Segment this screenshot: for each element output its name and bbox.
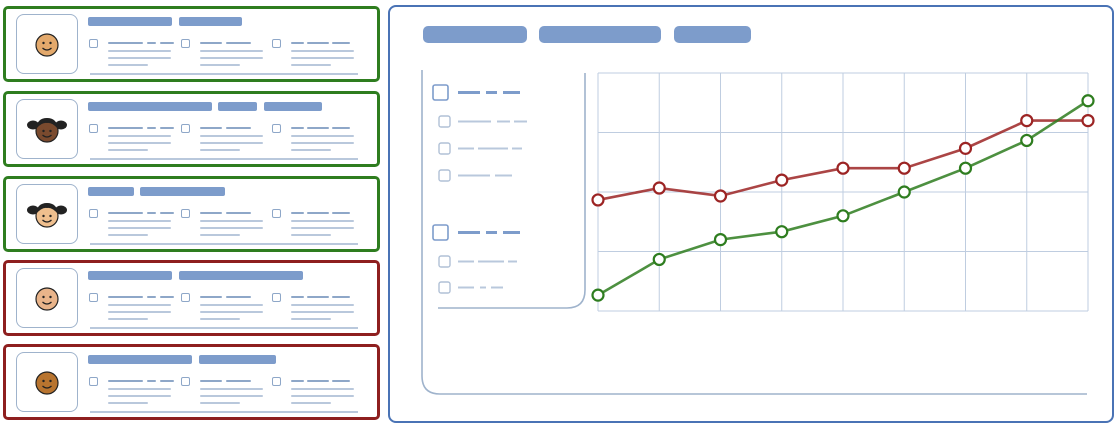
name-placeholder bbox=[140, 187, 225, 196]
divider bbox=[90, 73, 358, 75]
data-point bbox=[1081, 113, 1095, 128]
data-point bbox=[713, 189, 728, 203]
user-card[interactable] bbox=[3, 176, 380, 252]
checkbox[interactable] bbox=[272, 377, 281, 386]
option-group[interactable] bbox=[272, 207, 362, 237]
data-point bbox=[958, 161, 973, 175]
checkbox[interactable] bbox=[272, 39, 281, 48]
checkbox[interactable] bbox=[181, 377, 190, 386]
user-card[interactable] bbox=[3, 260, 380, 336]
data-point bbox=[591, 193, 605, 207]
face-with-pigtails-icon bbox=[27, 118, 67, 143]
data-point bbox=[1020, 133, 1034, 148]
name-placeholder bbox=[179, 271, 303, 280]
checkbox[interactable] bbox=[89, 124, 98, 133]
option-group[interactable] bbox=[89, 291, 179, 321]
option-group[interactable] bbox=[272, 375, 362, 405]
data-point bbox=[775, 225, 789, 239]
name-placeholder bbox=[199, 355, 276, 364]
filter-group-checkbox[interactable] bbox=[432, 224, 449, 241]
tab-placeholder[interactable] bbox=[674, 26, 751, 43]
name-placeholder bbox=[264, 102, 322, 111]
checkbox[interactable] bbox=[272, 124, 281, 133]
option-group[interactable] bbox=[89, 375, 179, 405]
name-placeholder bbox=[179, 17, 242, 26]
data-point bbox=[652, 252, 666, 267]
face-icon bbox=[35, 287, 59, 311]
avatar bbox=[16, 352, 78, 412]
data-point bbox=[897, 185, 911, 199]
data-point bbox=[897, 161, 911, 175]
user-card[interactable] bbox=[3, 91, 380, 167]
data-point bbox=[958, 141, 973, 155]
name-placeholder bbox=[88, 355, 192, 364]
option-group[interactable] bbox=[181, 375, 271, 405]
checkbox[interactable] bbox=[272, 293, 281, 302]
filter-checkbox[interactable] bbox=[438, 169, 451, 182]
divider bbox=[90, 327, 358, 329]
avatar bbox=[16, 268, 78, 328]
filter-group[interactable] bbox=[432, 84, 527, 182]
checkbox[interactable] bbox=[181, 293, 190, 302]
name-placeholder bbox=[218, 102, 257, 111]
dashboard-panel bbox=[388, 5, 1114, 423]
name-placeholder bbox=[88, 102, 212, 111]
checkbox[interactable] bbox=[272, 209, 281, 218]
filter-group-checkbox[interactable] bbox=[432, 84, 449, 101]
filter-checkbox[interactable] bbox=[438, 115, 451, 128]
data-point bbox=[713, 233, 728, 247]
checkbox[interactable] bbox=[89, 377, 98, 386]
option-group[interactable] bbox=[89, 207, 179, 237]
checkbox[interactable] bbox=[89, 39, 98, 48]
option-group[interactable] bbox=[181, 122, 271, 152]
data-point bbox=[591, 288, 605, 302]
line-chart bbox=[591, 72, 1095, 312]
option-group[interactable] bbox=[89, 37, 179, 67]
filter-checkbox[interactable] bbox=[438, 255, 451, 268]
user-card[interactable] bbox=[3, 344, 380, 420]
name-placeholder bbox=[88, 187, 134, 196]
divider bbox=[90, 158, 358, 160]
option-group[interactable] bbox=[181, 37, 271, 67]
option-group[interactable] bbox=[272, 37, 362, 67]
data-point bbox=[775, 173, 789, 187]
name-placeholder bbox=[88, 17, 172, 26]
option-group[interactable] bbox=[89, 122, 179, 152]
content-frame bbox=[421, 70, 1087, 395]
option-group[interactable] bbox=[181, 291, 271, 321]
avatar bbox=[16, 14, 78, 74]
data-point bbox=[836, 209, 850, 223]
face-icon bbox=[35, 33, 59, 57]
checkbox[interactable] bbox=[181, 209, 190, 218]
data-point bbox=[1020, 113, 1034, 128]
avatar bbox=[16, 99, 78, 159]
filter-checkbox[interactable] bbox=[438, 142, 451, 155]
data-point bbox=[652, 181, 666, 195]
name-placeholder bbox=[88, 271, 172, 280]
filter-sidebar-frame bbox=[438, 73, 586, 309]
filter-checkbox[interactable] bbox=[438, 281, 451, 294]
filter-group[interactable] bbox=[432, 224, 520, 294]
data-point bbox=[1081, 94, 1095, 108]
checkbox[interactable] bbox=[89, 209, 98, 218]
face-with-pigtails-icon bbox=[27, 203, 67, 228]
divider bbox=[90, 411, 358, 413]
tab-placeholder[interactable] bbox=[423, 26, 527, 43]
checkbox[interactable] bbox=[89, 293, 98, 302]
face-icon bbox=[35, 371, 59, 395]
option-group[interactable] bbox=[272, 291, 362, 321]
user-card[interactable] bbox=[3, 6, 380, 82]
option-group[interactable] bbox=[181, 207, 271, 237]
option-group[interactable] bbox=[272, 122, 362, 152]
divider bbox=[90, 243, 358, 245]
data-point bbox=[836, 161, 850, 175]
checkbox[interactable] bbox=[181, 124, 190, 133]
tab-placeholder[interactable] bbox=[539, 26, 661, 43]
checkbox[interactable] bbox=[181, 39, 190, 48]
avatar bbox=[16, 184, 78, 244]
